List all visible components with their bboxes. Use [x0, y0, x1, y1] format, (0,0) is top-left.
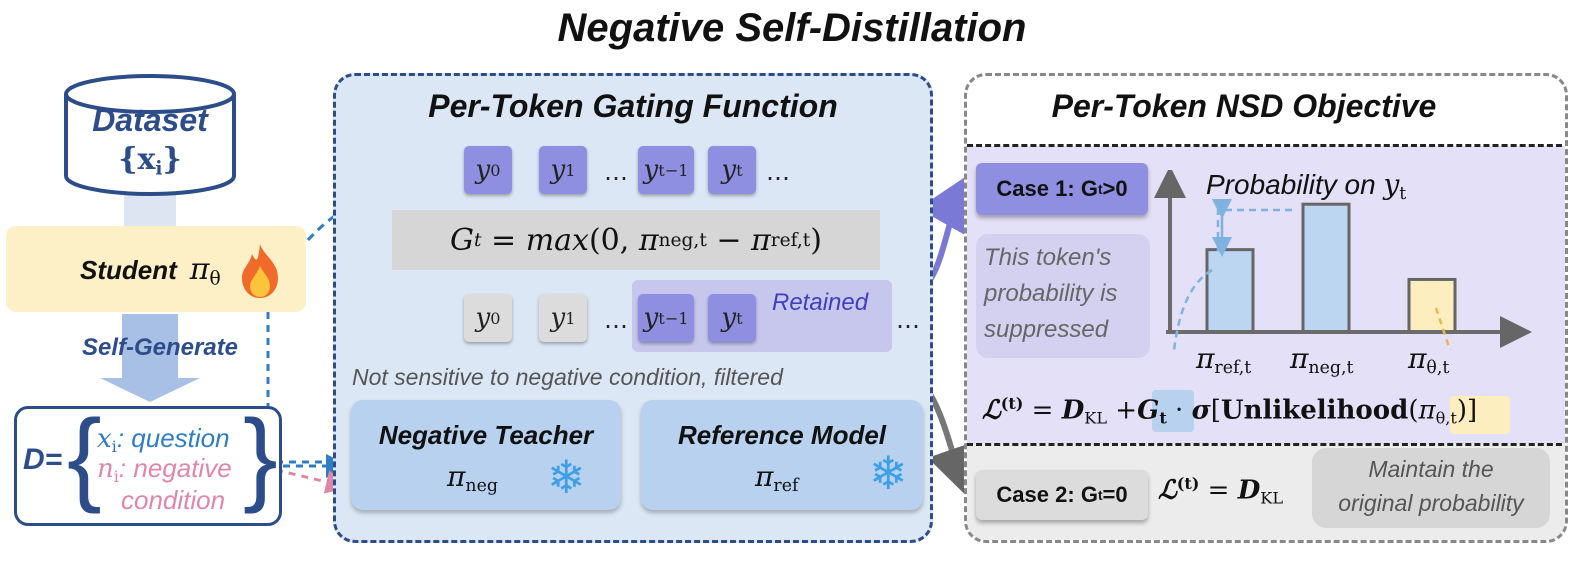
d-condition-2: condition: [121, 485, 226, 515]
snowflake-icon: ❄: [547, 451, 586, 503]
gating-title: Per-Token Gating Function: [428, 88, 838, 124]
d-question: xi: question: [97, 423, 230, 456]
self-generate-label: Self-Generate: [81, 334, 239, 361]
student-box: Student πθ: [6, 226, 306, 312]
filtered-note: Not sensitive to negative condition, fil…: [352, 364, 783, 390]
student-label: Student: [80, 255, 177, 285]
snowflake-icon: ❄: [869, 447, 908, 499]
d-brace-left: {: [67, 399, 102, 515]
prob-title: Probability on yt: [1206, 168, 1407, 205]
bar-neg: [1301, 202, 1351, 334]
chart-label-theta: πθ,t: [1408, 342, 1450, 379]
top-dots-1: …: [604, 158, 628, 186]
loss1-formula: ℒ(t) = DKL +Gt · σ[Unlikelihood(πθ,t)]: [982, 394, 1478, 428]
self-generate-arrow: [100, 314, 200, 402]
maintain-note: Maintain the original probability: [1312, 448, 1550, 528]
reference-model-label: Reference Model: [677, 420, 887, 450]
suppressed-note: This token's probability is suppressed: [976, 234, 1150, 358]
dataset-var: {xi}: [118, 142, 182, 180]
negative-teacher-box: Negative Teacher πneg ❄: [351, 400, 621, 510]
top-dots-2: …: [766, 158, 790, 186]
d-box: D= { } xi: question ni: negative conditi…: [14, 399, 282, 526]
reference-model-box: Reference Model πref ❄: [641, 400, 923, 510]
dataset-connector: [124, 190, 176, 230]
fire-icon: [242, 244, 278, 298]
loss1-g-highlight: [1152, 390, 1194, 432]
negative-teacher-label: Negative Teacher: [378, 420, 594, 450]
student-pi: πθ: [189, 252, 221, 290]
dataset-label: Dataset: [92, 102, 208, 138]
objective-title: Per-Token NSD Objective: [1051, 88, 1437, 124]
bottom-dots-1: …: [604, 306, 628, 334]
bar-ref: [1205, 248, 1255, 334]
bar-theta: [1407, 277, 1457, 334]
d-condition: ni: negative: [97, 453, 232, 486]
theta-link: [1434, 307, 1452, 350]
page-title: Negative Self-Distillation: [557, 6, 1027, 50]
reference-model-pi: πref: [755, 460, 799, 497]
d-brace-right: }: [243, 399, 278, 515]
d-label: D=: [23, 443, 63, 476]
condition-to-teacher-arrow: [275, 468, 350, 494]
chart-label-ref: πref,t: [1196, 342, 1252, 379]
probability-chart: [1154, 170, 1532, 350]
loss1-pi-highlight: [1450, 396, 1510, 434]
chart-label-neg: πneg,t: [1290, 342, 1354, 379]
loss2-formula: ℒ(t) = DKL: [1158, 474, 1284, 508]
retained-label: Retained: [772, 289, 869, 316]
negative-teacher-pi: πneg: [447, 460, 498, 497]
dataset-cylinder: [64, 74, 236, 196]
bottom-dots-2: …: [896, 306, 920, 334]
